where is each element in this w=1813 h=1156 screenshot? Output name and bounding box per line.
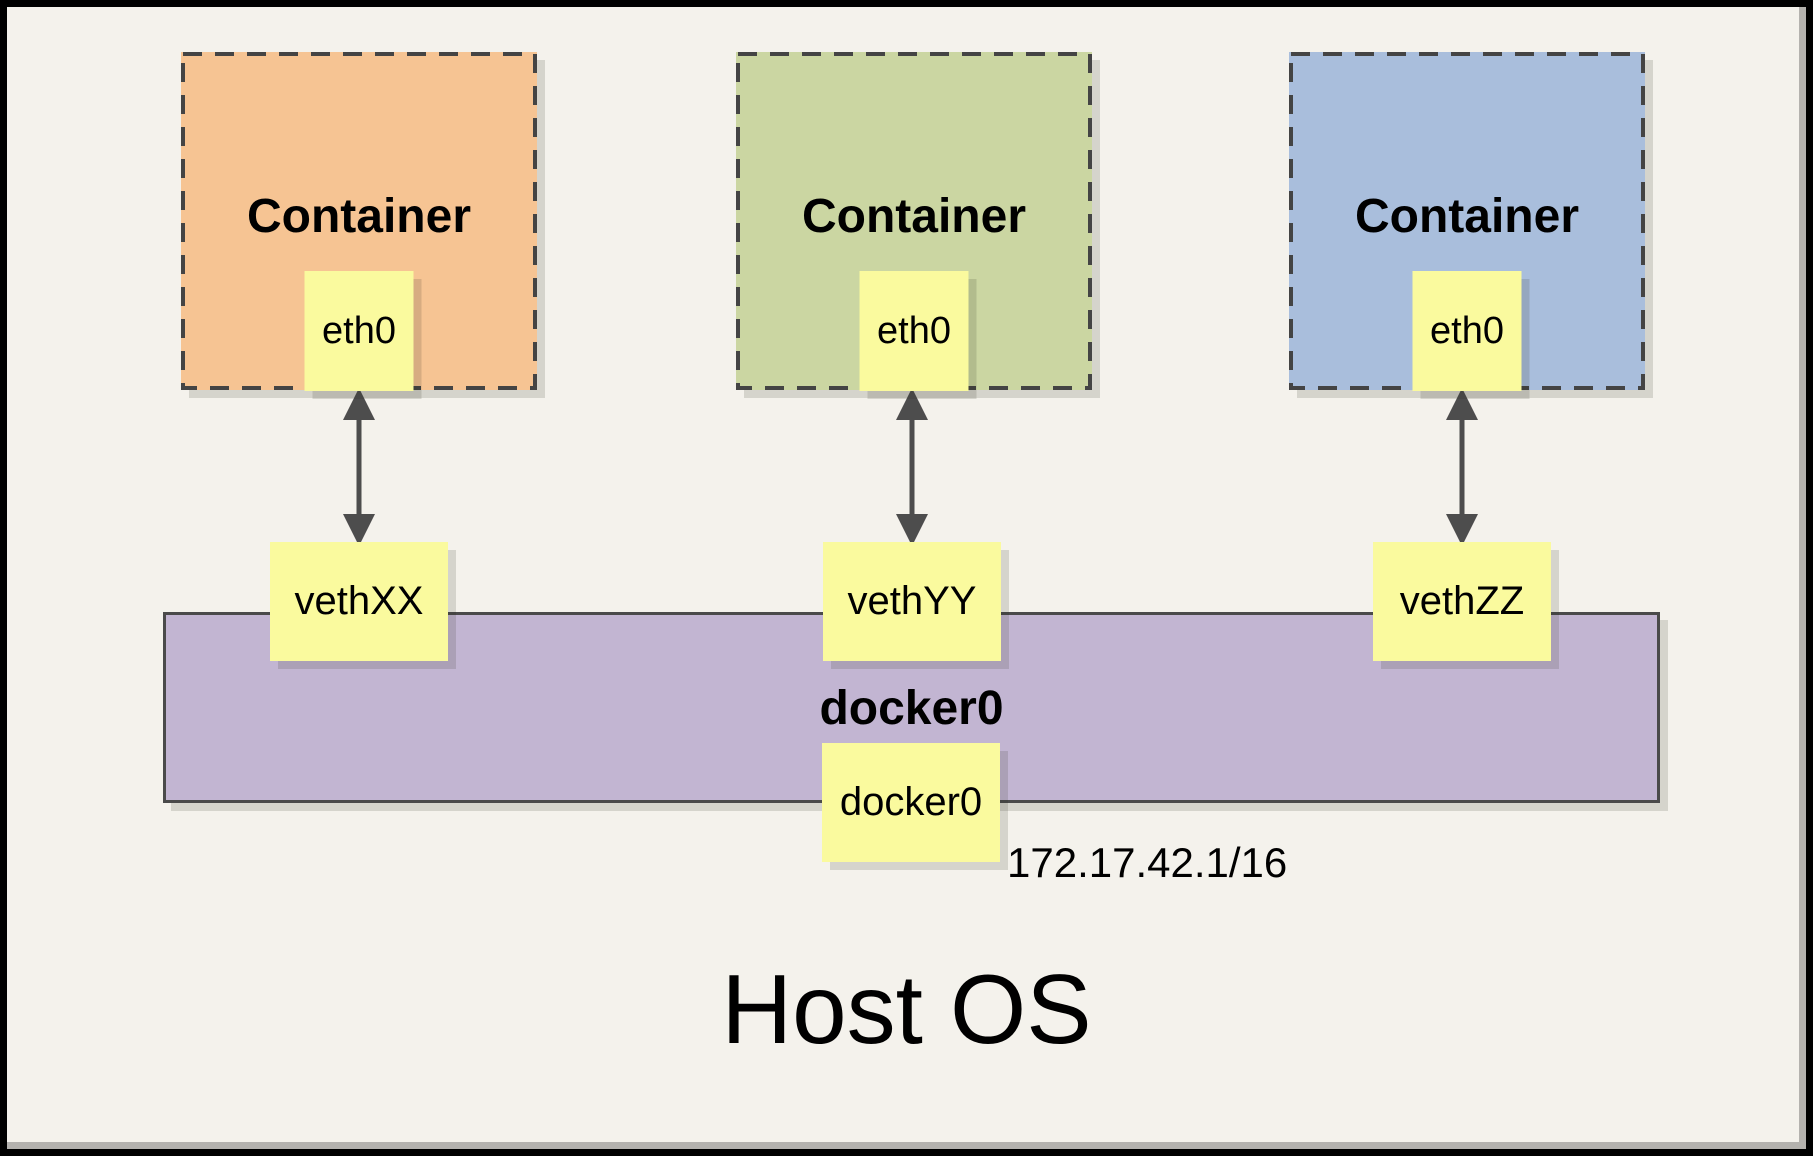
eth0-label: eth0 [877,309,951,352]
host-os-label: Host OS [721,954,1092,1064]
container-box-2: Container eth0 [736,52,1092,391]
double-arrow-icon [1446,388,1478,546]
docker0-label: docker0 [839,780,983,824]
veth-box-vethxx: vethXX [270,542,448,661]
veth-label: vethXX [294,579,424,623]
eth0-label: eth0 [322,309,396,352]
veth-box-vethzz: vethZZ [1373,542,1551,661]
double-arrow-icon [343,388,375,546]
container-title: Container [1354,189,1579,243]
veth-label: vethYY [847,579,977,623]
docker0-interface-box: docker0 [822,743,1000,862]
eth0-box: eth0 [1412,271,1522,391]
container-box-3: Container eth0 [1289,52,1645,391]
container-title: Container [801,189,1026,243]
eth0-label: eth0 [1430,309,1504,352]
double-arrow-icon [896,388,928,546]
bridge-ip-address: 172.17.42.1/16 [1007,839,1288,886]
eth0-box: eth0 [859,271,969,391]
container-title: Container [246,189,471,243]
veth-box-vethyy: vethYY [823,542,1001,661]
container-box-1: Container eth0 [181,52,537,391]
veth-label: vethZZ [1399,579,1525,623]
bridge-title: docker0 [819,682,1004,735]
eth0-box: eth0 [304,271,414,391]
